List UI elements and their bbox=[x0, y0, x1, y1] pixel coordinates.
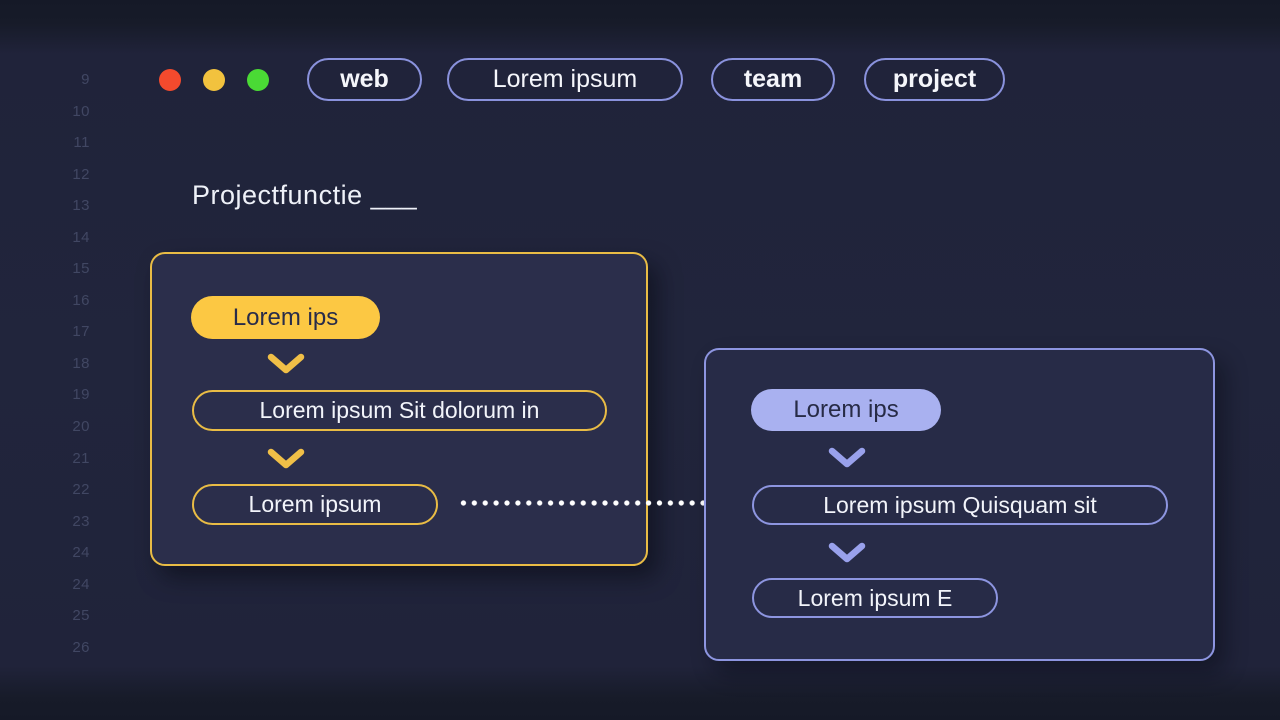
line-number: 22 bbox=[72, 481, 90, 499]
source-header-pill[interactable]: Lorem ips bbox=[191, 296, 380, 339]
line-number: 17 bbox=[72, 323, 90, 341]
flow-connector-arrow bbox=[458, 489, 744, 517]
line-number: 24 bbox=[72, 544, 90, 562]
source-step-pill[interactable]: Lorem ipsum Sit dolorum in bbox=[192, 390, 607, 431]
tag-web[interactable]: web bbox=[307, 58, 422, 101]
line-number: 19 bbox=[72, 386, 90, 404]
line-number: 26 bbox=[72, 638, 90, 656]
line-number: 11 bbox=[73, 134, 90, 152]
line-number: 24 bbox=[72, 575, 90, 593]
page-title: Projectfunctie ___ bbox=[192, 180, 418, 210]
target-header-pill[interactable]: Lorem ips bbox=[751, 389, 941, 431]
chevron-down-icon bbox=[828, 542, 866, 563]
tag-project[interactable]: project bbox=[864, 58, 1005, 101]
chevron-down-icon bbox=[828, 447, 866, 468]
target-flow-card: Lorem ips Lorem ipsum Quisquam sit Lorem… bbox=[704, 348, 1215, 661]
line-number: 13 bbox=[72, 197, 90, 215]
line-number: 20 bbox=[72, 418, 90, 436]
chevron-down-icon bbox=[267, 448, 305, 469]
line-number: 12 bbox=[72, 165, 90, 183]
line-number: 21 bbox=[72, 449, 90, 467]
target-step-pill[interactable]: Lorem ipsum E bbox=[752, 578, 998, 618]
window-maximize-button[interactable] bbox=[247, 69, 269, 91]
tag-lorem-ipsum[interactable]: Lorem ipsum bbox=[447, 58, 683, 101]
line-number: 18 bbox=[72, 354, 90, 372]
window-close-button[interactable] bbox=[159, 69, 181, 91]
dotted-line bbox=[458, 500, 720, 506]
target-step-pill[interactable]: Lorem ipsum Quisquam sit bbox=[752, 485, 1168, 525]
line-number: 9 bbox=[81, 71, 90, 88]
window-minimize-button[interactable] bbox=[203, 69, 225, 91]
tag-team[interactable]: team bbox=[711, 58, 835, 101]
chevron-down-icon bbox=[267, 353, 305, 374]
line-number: 15 bbox=[72, 260, 90, 278]
line-number: 25 bbox=[72, 607, 90, 625]
line-number-gutter: 9 10 11 12 13 14 15 16 17 18 19 20 21 22… bbox=[40, 64, 90, 663]
line-number: 14 bbox=[72, 228, 90, 246]
line-number: 10 bbox=[72, 102, 90, 120]
line-number: 23 bbox=[72, 512, 90, 530]
line-number: 16 bbox=[72, 291, 90, 309]
source-step-pill[interactable]: Lorem ipsum bbox=[192, 484, 438, 525]
source-flow-card: Lorem ips Lorem ipsum Sit dolorum in Lor… bbox=[150, 252, 648, 566]
